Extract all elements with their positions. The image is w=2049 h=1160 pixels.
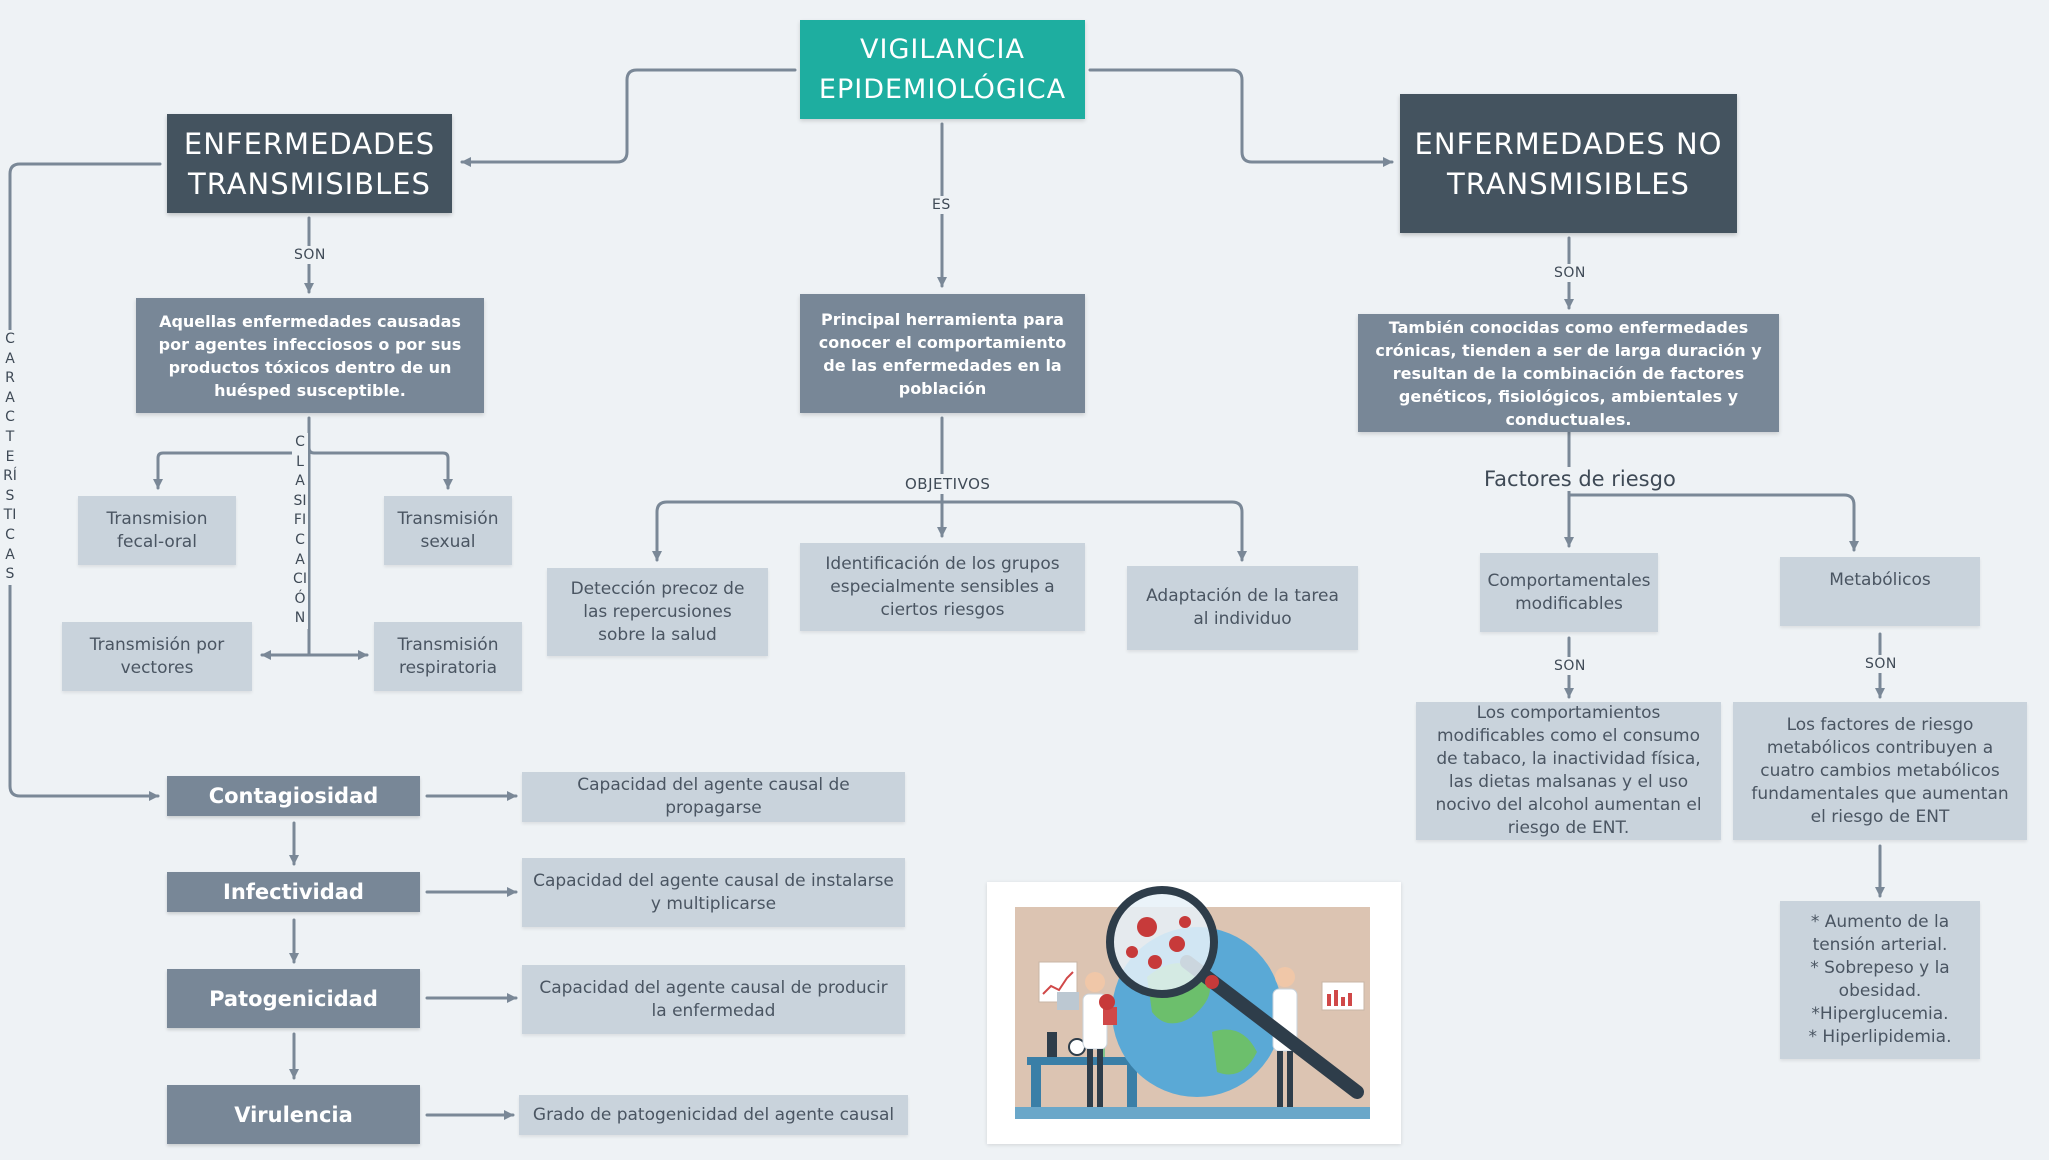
es-label: ES [929,196,954,214]
classification-sexual: Transmisión sexual [384,496,512,565]
caracteristicas-label: CARACTERÍSTICAS [2,330,18,585]
clasificacion-label: CLASIFICACIÓN [292,433,308,629]
property-patogenicidad-text: Patogenicidad [209,986,378,1011]
transmisibles-definition: Aquellas enfermedades causadas por agent… [136,298,484,413]
classification-vectores: Transmisión por vectores [62,622,252,691]
no-transmisibles-son-label: SON [1551,264,1589,282]
objective-deteccion: Detección precoz de las repercusiones so… [547,568,768,656]
property-contagiosidad-description: Capacidad del agente causal de propagars… [522,772,905,822]
comportamentales-description: Los comportamientos modificables como el… [1416,702,1721,840]
root-title: VIGILANCIA EPIDEMIOLÓGICA [818,33,1067,105]
vigilancia-definition: Principal herramienta para conocer el co… [800,294,1085,413]
metabolicos-description: Los factores de riesgo metabólicos contr… [1733,702,2027,840]
metabolic-change-item: *Hiperglucemia. [1811,1004,1949,1024]
property-infectividad: Infectividad [167,872,420,912]
objective-deteccion-text: Detección precoz de las repercusiones so… [570,578,745,645]
property-infectividad-description-text: Capacidad del agente causal de instalars… [533,870,894,914]
no-transmisibles-title-box: ENFERMEDADES NO TRANSMISIBLES [1400,94,1737,233]
risk-factor-metabolicos: Metabólicos [1780,557,1980,626]
metabolic-change-item: * Sobrepeso y la obesidad. [1810,958,1950,1001]
risk-factor-comportamentales-text: Comportamentales modificables [1487,570,1651,614]
property-infectividad-text: Infectividad [223,880,364,904]
comportamentales-description-text: Los comportamientos modificables como el… [1435,703,1702,838]
risk-factor-comportamentales: Comportamentales modificables [1480,553,1658,632]
transmisibles-son-label: SON [291,246,329,264]
classification-fecal-oral-text: Transmision fecal-oral [106,508,208,552]
classification-respiratoria-text: Transmisión respiratoria [397,634,499,678]
property-virulencia: Virulencia [167,1085,420,1144]
risk-factor-metabolicos-text: Metabólicos [1829,570,1931,590]
transmisibles-title-box: ENFERMEDADES TRANSMISIBLES [167,114,452,213]
objetivos-label: OBJETIVOS [902,474,994,494]
no-transmisibles-title: ENFERMEDADES NO TRANSMISIBLES [1414,126,1723,201]
classification-respiratoria: Transmisión respiratoria [374,622,522,691]
property-virulencia-description-text: Grado de patogenicidad del agente causal [532,1104,895,1125]
transmisibles-title: ENFERMEDADES TRANSMISIBLES [183,126,436,201]
property-contagiosidad-text: Contagiosidad [208,784,379,808]
classification-vectores-text: Transmisión por vectores [89,634,225,678]
classification-fecal-oral: Transmision fecal-oral [78,496,236,565]
property-patogenicidad-description: Capacidad del agente causal de producir … [522,965,905,1034]
objective-identificacion: Identificación de los grupos especialmen… [800,543,1085,631]
factores-de-riesgo-label: Factores de riesgo [1480,467,1680,491]
no-transmisibles-definition: También conocidas como enfermedades crón… [1358,314,1779,432]
epidemiology-illustration [987,882,1401,1144]
property-contagiosidad-description-text: Capacidad del agente causal de propagars… [577,775,850,818]
no-transmisibles-definition-text: También conocidas como enfermedades crón… [1375,317,1762,429]
property-patogenicidad: Patogenicidad [167,969,420,1028]
objective-identificacion-text: Identificación de los grupos especialmen… [825,553,1060,620]
metabolic-change-item: * Hiperlipidemia. [1808,1027,1952,1047]
property-infectividad-description: Capacidad del agente causal de instalars… [522,858,905,927]
property-contagiosidad: Contagiosidad [167,776,420,816]
metabolicos-son-label: SON [1862,655,1900,673]
classification-sexual-text: Transmisión sexual [397,508,499,552]
comportamentales-son-label: SON [1551,657,1589,675]
objective-adaptacion-text: Adaptación de la tarea al individuo [1146,586,1339,629]
epidemiology-magnifier-illustration-icon [1015,886,1370,1119]
property-virulencia-description: Grado de patogenicidad del agente causal [519,1095,908,1135]
property-virulencia-text: Virulencia [234,1102,353,1127]
metabolic-change-item: * Aumento de la tensión arterial. [1810,912,1950,955]
metabolicos-description-text: Los factores de riesgo metabólicos contr… [1751,714,2009,827]
vigilancia-definition-text: Principal herramienta para conocer el co… [818,309,1067,398]
objective-adaptacion: Adaptación de la tarea al individuo [1127,566,1358,650]
property-patogenicidad-description-text: Capacidad del agente causal de producir … [539,977,888,1021]
transmisibles-definition-text: Aquellas enfermedades causadas por agent… [158,311,462,400]
root-title-box: VIGILANCIA EPIDEMIOLÓGICA [800,20,1085,119]
metabolic-changes-list: * Aumento de la tensión arterial. * Sobr… [1780,901,1980,1059]
